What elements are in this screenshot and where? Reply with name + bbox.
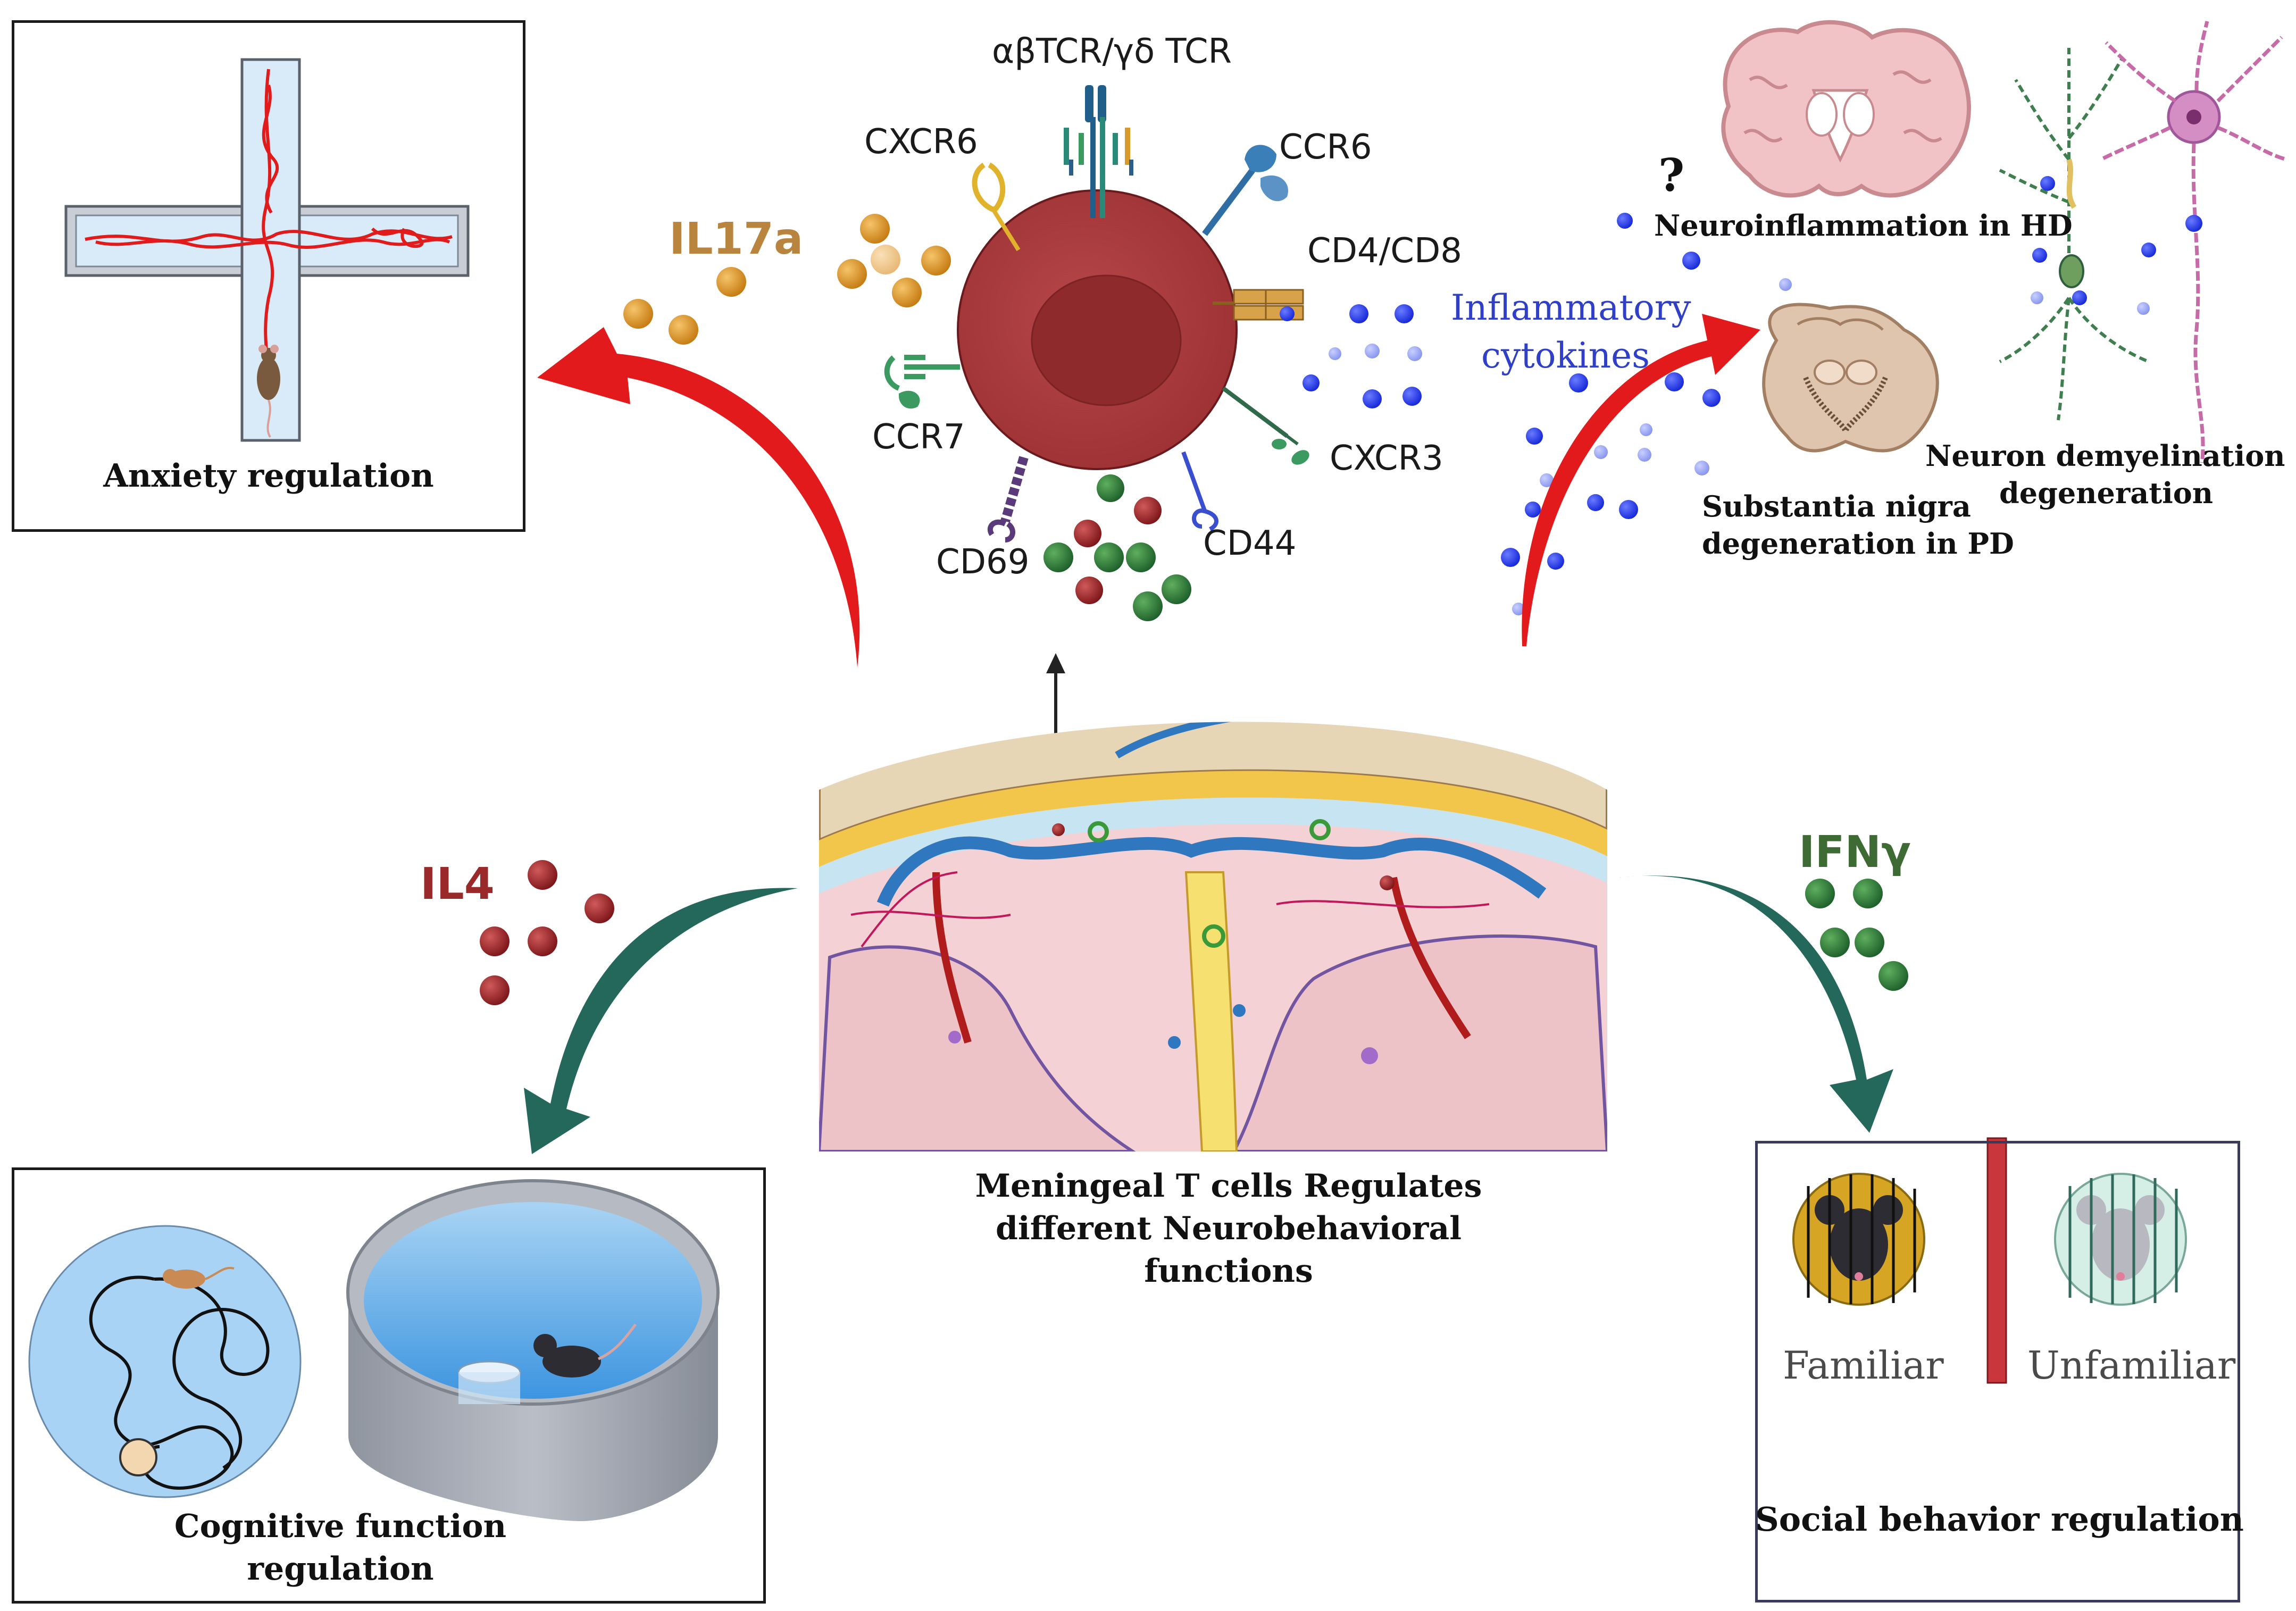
receptor-cxcr6-label: CXCR6 [864,122,978,162]
inflammatory-cytokines-line-2: cytokines [1481,335,1650,376]
tcr-receptor-icon [1064,85,1133,218]
familiar-mouse-cage-icon [1792,1173,1925,1306]
il4-cytokine-dots [480,860,614,1005]
cognitive-box [12,1167,766,1604]
anxiety-box [12,20,525,532]
receptor-cd44-label: CD44 [1203,524,1297,563]
receptor-cd4cd8-label: CD4/CD8 [1307,231,1462,271]
cxcr6-receptor-icon [972,162,1021,252]
center-caption-line-3: functions [1144,1253,1313,1290]
receptor-ccr6-label: CCR6 [1279,128,1372,167]
cell-secreted-cytokine-dots [1043,474,1191,621]
demyelination-line-2: degeneration [1999,476,2214,510]
cognitive-label-line-2: regulation [247,1550,434,1588]
receptor-tcr-label: αβTCR/γδ TCR [992,32,1232,71]
plus-maze-icon [64,58,470,442]
midbrain-section-icon [1762,303,1939,453]
familiar-label: Familiar [1783,1343,1944,1388]
il17a-cytokine-dots [623,214,951,345]
demyelination-line-1: Neuron demyelination and [1925,439,2296,473]
center-caption-line-1: Meningeal T cells Regulates [975,1167,1482,1205]
red-arrow-inflammatory [1522,314,1760,646]
t-cell [957,189,1238,470]
anxiety-label: Anxiety regulation [103,457,434,495]
substantia-nigra-line-2: degeneration in PD [1702,527,2014,561]
center-caption-line-2: different Neurobehavioral [995,1210,1462,1247]
social-behavior-label: Social behavior regulation [1755,1500,2244,1539]
il17a-label: IL17a [669,214,804,264]
meninges-illustration [819,722,1607,1151]
water-maze-pool-icon [346,1179,720,1521]
red-arrow-il17a [537,327,860,667]
divider-bar [1986,1137,2007,1384]
ifng-cytokine-dots [1805,879,1908,991]
inflammatory-cytokine-dots [1280,213,1792,615]
cognitive-label-line-1: Cognitive function [174,1508,507,1545]
cd4-cd8-receptor-icon [1213,289,1304,321]
cd44-receptor-icon [1181,451,1218,531]
neuron-degeneration-icon [1999,21,2287,463]
il4-label: IL4 [420,859,495,909]
receptor-cxcr3-label: CXCR3 [1330,439,1443,478]
neuroinflammation-hd-label: Neuroinflammation in HD [1654,208,2073,243]
brain-coronal-section-icon [1721,20,1971,198]
receptor-ccr7-label: CCR7 [872,418,965,457]
unfamiliar-label: Unfamiliar [2027,1343,2236,1388]
cxcr3-receptor-icon [1222,386,1309,465]
inflammatory-cytokines-line-1: Inflammatory [1451,287,1691,328]
teal-arrow-il4 [524,888,798,1154]
ifng-label: IFNγ [1799,827,1911,878]
substantia-nigra-line-1: Substantia nigra [1702,489,1971,523]
cd69-receptor-icon [987,456,1029,542]
ccr7-receptor-icon [884,355,960,409]
social-box [1755,1141,2240,1602]
maze-arena-icon [28,1225,302,1498]
unfamiliar-mouse-cage-icon [2054,1173,2187,1306]
ccr6-receptor-icon [1202,145,1288,236]
receptor-cd69-label: CD69 [936,542,1030,582]
teal-arrow-ifng [1619,875,1893,1133]
question-mark: ? [1658,149,1685,202]
